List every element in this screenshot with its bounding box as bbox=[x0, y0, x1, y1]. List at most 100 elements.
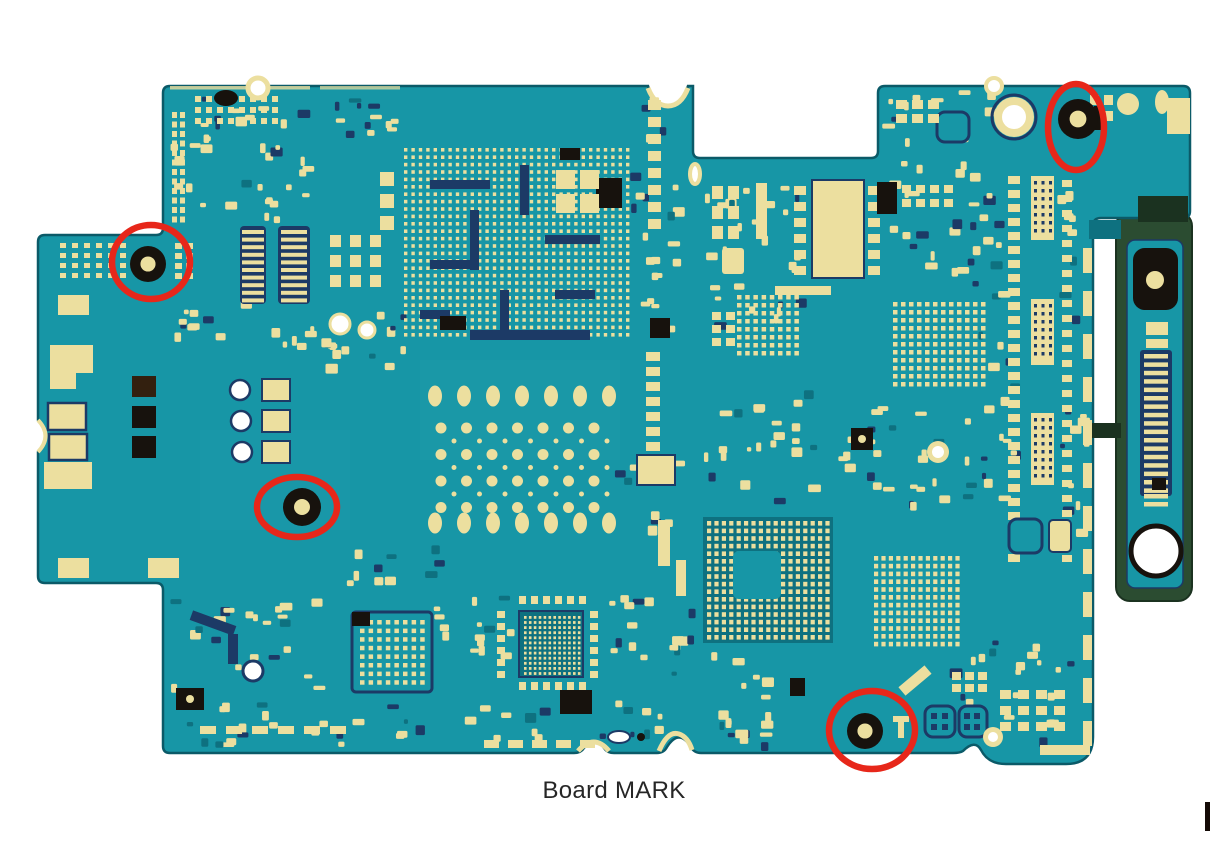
pad bbox=[415, 725, 425, 736]
pad bbox=[529, 148, 534, 152]
pad bbox=[589, 273, 593, 278]
pad bbox=[573, 631, 576, 635]
pad bbox=[463, 333, 467, 337]
pad bbox=[404, 310, 408, 315]
pad bbox=[618, 318, 622, 322]
pad bbox=[522, 148, 526, 152]
pad bbox=[761, 694, 771, 700]
annotation-circle bbox=[108, 221, 194, 303]
pad bbox=[1049, 197, 1052, 201]
pad bbox=[411, 192, 415, 196]
pad bbox=[888, 618, 893, 623]
pad bbox=[909, 243, 918, 250]
pad bbox=[350, 275, 361, 287]
pad bbox=[226, 726, 242, 734]
pad bbox=[911, 641, 916, 647]
pad bbox=[242, 237, 264, 242]
pad bbox=[825, 521, 830, 526]
pad bbox=[538, 651, 542, 655]
pad bbox=[84, 263, 90, 268]
pad bbox=[552, 251, 556, 256]
pad bbox=[773, 604, 778, 610]
pad bbox=[563, 422, 574, 434]
pad bbox=[180, 131, 185, 137]
pad bbox=[573, 626, 576, 629]
pad bbox=[573, 656, 576, 660]
pad bbox=[1049, 181, 1052, 185]
pad bbox=[235, 664, 242, 671]
pad bbox=[568, 656, 571, 660]
pad bbox=[334, 101, 340, 111]
pad bbox=[537, 266, 541, 270]
pad bbox=[568, 631, 571, 635]
pad bbox=[1062, 255, 1072, 262]
pad bbox=[559, 244, 563, 248]
pad bbox=[903, 563, 908, 569]
pad bbox=[688, 608, 696, 619]
pad bbox=[563, 641, 566, 645]
pad bbox=[411, 654, 417, 659]
pad bbox=[404, 192, 408, 196]
component bbox=[50, 372, 76, 389]
pad bbox=[404, 155, 408, 159]
pad bbox=[1083, 248, 1092, 273]
pad bbox=[957, 382, 962, 387]
pad bbox=[737, 351, 742, 356]
pad bbox=[568, 651, 571, 655]
pad bbox=[901, 382, 906, 387]
pad bbox=[559, 325, 563, 330]
pad bbox=[558, 626, 561, 629]
pad bbox=[657, 713, 663, 720]
pad bbox=[626, 199, 630, 204]
pad bbox=[818, 566, 823, 572]
pad bbox=[206, 96, 212, 102]
pad bbox=[646, 442, 660, 451]
pad bbox=[463, 229, 467, 233]
pad bbox=[573, 636, 576, 640]
pad bbox=[370, 255, 381, 267]
pad bbox=[589, 148, 593, 152]
pad bbox=[1048, 719, 1055, 726]
pad bbox=[552, 214, 556, 219]
pad bbox=[581, 244, 585, 248]
pad bbox=[781, 521, 786, 526]
pad bbox=[948, 618, 953, 623]
pad bbox=[810, 551, 815, 556]
pad bbox=[522, 310, 526, 315]
pad bbox=[888, 563, 893, 569]
pad bbox=[911, 634, 916, 639]
pad bbox=[781, 559, 786, 564]
component bbox=[58, 295, 89, 315]
pad bbox=[206, 107, 212, 113]
pad bbox=[522, 214, 526, 219]
pad bbox=[773, 314, 779, 324]
pad bbox=[1008, 344, 1020, 352]
pad bbox=[577, 646, 581, 650]
pad bbox=[1062, 345, 1072, 352]
pad bbox=[603, 288, 608, 293]
pad bbox=[810, 566, 815, 572]
pad bbox=[766, 619, 771, 625]
pad bbox=[610, 648, 618, 654]
pad bbox=[418, 325, 423, 330]
pad bbox=[912, 100, 923, 109]
pad bbox=[507, 303, 511, 307]
pad bbox=[426, 333, 430, 337]
pad bbox=[470, 177, 474, 182]
pad bbox=[281, 283, 307, 288]
pad bbox=[533, 646, 537, 650]
pad bbox=[844, 463, 856, 473]
pad bbox=[478, 162, 482, 167]
pad bbox=[948, 556, 953, 561]
pad bbox=[242, 245, 264, 250]
pad bbox=[651, 304, 660, 309]
pad bbox=[930, 185, 939, 193]
pad bbox=[589, 281, 593, 285]
pad bbox=[1062, 210, 1072, 217]
pad bbox=[941, 334, 946, 339]
pad bbox=[596, 273, 600, 278]
component bbox=[877, 182, 897, 214]
pad bbox=[744, 612, 749, 617]
pad bbox=[463, 155, 467, 159]
pad bbox=[380, 172, 394, 186]
